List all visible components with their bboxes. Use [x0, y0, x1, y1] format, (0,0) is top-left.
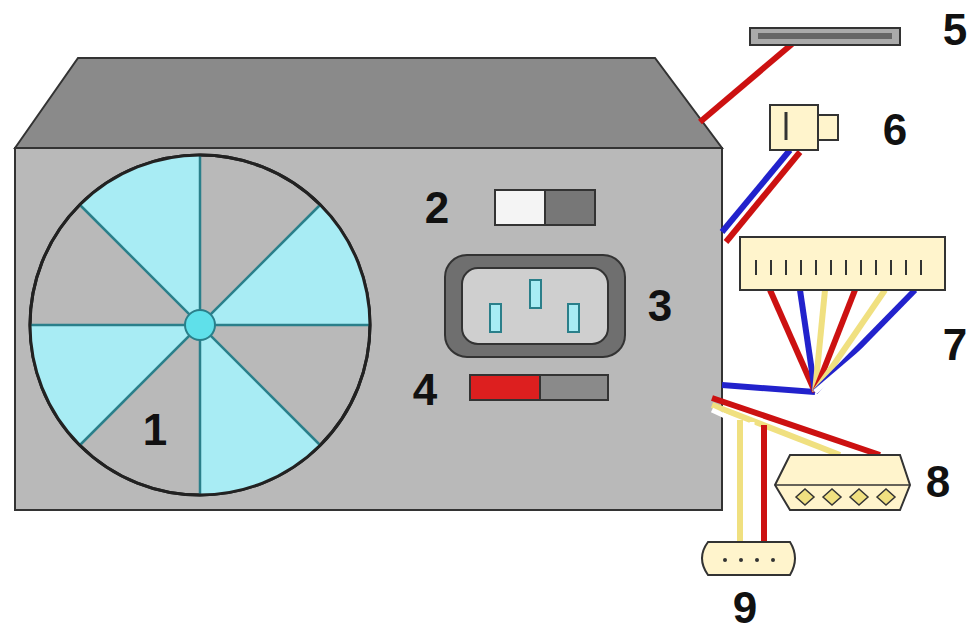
callout-number: 1 — [143, 408, 167, 452]
power-switch — [470, 375, 608, 400]
voltage-switch — [495, 190, 595, 225]
callout-number: 5 — [943, 8, 967, 52]
callout-number: 9 — [733, 586, 757, 630]
callout-number: 6 — [883, 108, 907, 152]
fan — [20, 145, 380, 505]
callout-number: 7 — [943, 323, 967, 367]
callout-number: 8 — [926, 460, 950, 504]
housing-top — [15, 58, 722, 148]
callout-number: 3 — [648, 284, 672, 328]
wire-7 — [722, 237, 945, 392]
wire-6 — [722, 105, 838, 242]
power-socket — [445, 255, 625, 357]
callout-number: 4 — [413, 368, 437, 412]
callout-number: 2 — [425, 186, 449, 230]
wire-9 — [702, 420, 795, 575]
